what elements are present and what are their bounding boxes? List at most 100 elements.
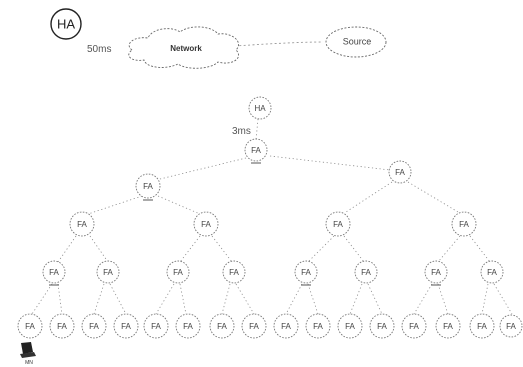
leaf-node: FA — [143, 313, 169, 339]
edge-l4g-leaf14 — [437, 283, 449, 315]
leaf-node: FA — [305, 313, 331, 339]
level4-node-circle — [354, 260, 378, 284]
leaf-node: FA — [401, 313, 427, 339]
leaf-node-circle — [499, 314, 523, 338]
leaf-node-label: FA — [57, 322, 67, 331]
level2-node-label: FA — [395, 168, 405, 177]
leaf-node-circle — [273, 313, 299, 339]
leaf-node-circle — [337, 313, 363, 339]
level4-node: FA — [480, 260, 504, 284]
level4-node-circle — [42, 260, 66, 284]
level3-node-circle — [69, 211, 95, 237]
level4-node-label: FA — [103, 268, 113, 277]
leaf-node: FA — [17, 313, 43, 339]
source-outline — [325, 26, 387, 58]
edge-l4b-leaf3 — [93, 283, 105, 315]
level4-node-label: FA — [431, 268, 441, 277]
edge-l3a-l4b — [89, 235, 109, 263]
edge-l4b-leaf4 — [109, 283, 127, 315]
level3-node-label: FA — [333, 220, 343, 229]
tree-edges — [31, 118, 513, 315]
network-cloud-outline — [128, 26, 239, 69]
level1-node-label: FA — [251, 146, 261, 155]
level4-node-circle — [480, 260, 504, 284]
leaf-node: FA — [369, 313, 395, 339]
leaf-node-circle — [435, 313, 461, 339]
network-source-link — [234, 41, 323, 47]
leaf-node-label: FA — [409, 322, 419, 331]
leaf-node-label: FA — [249, 322, 259, 331]
mobile-node-label: MN — [25, 360, 33, 366]
level4-node-circle — [294, 260, 318, 284]
level4-node-circle — [424, 260, 448, 284]
level3-node-circle — [325, 211, 351, 237]
level4-node-label: FA — [229, 268, 239, 277]
edge-l4f-leaf12 — [367, 283, 383, 315]
leaf-node: FA — [337, 313, 363, 339]
level2-node-circle — [388, 160, 412, 184]
edge-l3d-l4g — [437, 235, 461, 263]
root-latency-label: 3ms — [232, 126, 251, 137]
edge-l3a-l4a — [57, 235, 77, 263]
edge-l2b-l3d — [407, 181, 459, 213]
level4-node: FA — [354, 260, 378, 284]
level4-node: FA — [96, 260, 120, 284]
edge-l4e-leaf9 — [285, 283, 303, 315]
leaf-node: FA — [273, 313, 299, 339]
source-node: Source — [325, 26, 387, 58]
mobile-node: MN — [20, 342, 36, 366]
edge-l4a-leaf1 — [31, 283, 53, 315]
level4-node-label: FA — [361, 268, 371, 277]
edge-l4c-leaf6 — [179, 283, 187, 315]
home-agent-label: HA — [57, 16, 75, 31]
level4-node-label: FA — [173, 268, 183, 277]
network-latency-label: 50ms — [87, 44, 111, 55]
edge-l4f-leaf11 — [349, 283, 363, 315]
level4-node-circle — [166, 260, 190, 284]
edge-l1-l2b — [269, 155, 391, 171]
level4-node: FA — [166, 260, 190, 284]
level1-node-circle — [244, 138, 268, 162]
edge-l3c-l4e — [307, 235, 335, 263]
level3-node: FA — [325, 211, 351, 237]
level3-node: FA — [69, 211, 95, 237]
leaf-node-circle — [175, 313, 201, 339]
leaf-node-label: FA — [89, 322, 99, 331]
source-label: Source — [343, 36, 372, 46]
root-node-circle — [248, 96, 272, 120]
level4-node-circle — [96, 260, 120, 284]
leaf-node-circle — [401, 313, 427, 339]
edge-l1-l2a — [155, 157, 247, 181]
leaf-node: FA — [499, 314, 523, 338]
level3-node-circle — [193, 211, 219, 237]
edge-l3d-l4h — [469, 235, 491, 263]
edge-root-l1 — [255, 118, 259, 141]
leaf-node: FA — [209, 313, 235, 339]
leaf-node-label: FA — [25, 322, 35, 331]
level4-node: FA — [42, 260, 66, 286]
edge-l2a-l3b — [157, 195, 201, 215]
root-node: HA — [248, 96, 272, 120]
laptop-icon — [20, 342, 36, 358]
edge-l4h-leaf15 — [481, 283, 489, 315]
edge-l4c-leaf5 — [155, 283, 175, 315]
level4-node-circle — [222, 260, 246, 284]
leaf-node-circle — [241, 313, 267, 339]
level4-node-label: FA — [49, 268, 59, 277]
leaf-node-circle — [143, 313, 169, 339]
leaf-node-label: FA — [377, 322, 387, 331]
leaf-node: FA — [469, 313, 495, 339]
level3-node: FA — [451, 211, 477, 237]
edge-l4g-leaf13 — [413, 283, 433, 315]
network-cloud: Network — [128, 26, 239, 69]
leaf-node-label: FA — [151, 322, 161, 331]
leaf-node-label: FA — [183, 322, 193, 331]
edge-l3b-l4c — [179, 235, 201, 263]
leaf-node-label: FA — [506, 322, 516, 331]
edge-l3b-l4d — [211, 235, 233, 263]
leaf-node-label: FA — [217, 322, 227, 331]
leaf-node-circle — [369, 313, 395, 339]
edge-l2b-l3c — [345, 181, 393, 213]
leaf-node: FA — [241, 313, 267, 339]
